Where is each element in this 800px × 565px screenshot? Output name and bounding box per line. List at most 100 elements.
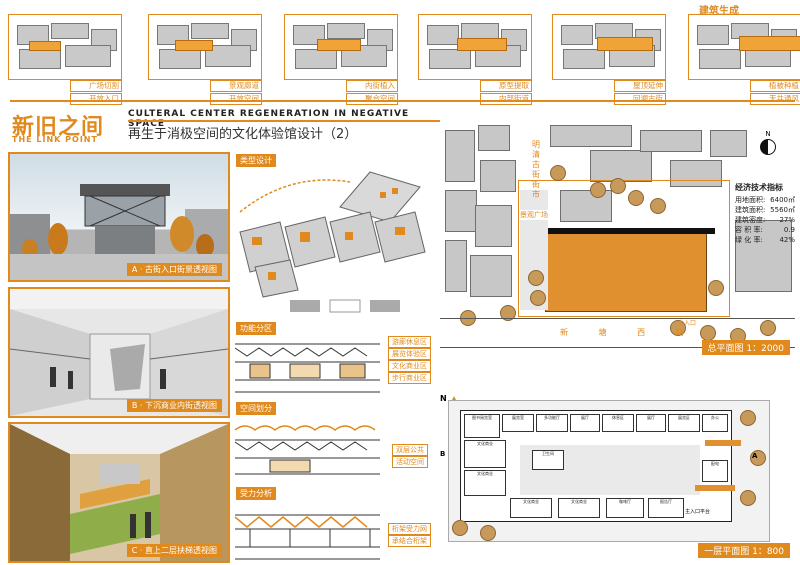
site-building bbox=[545, 232, 707, 312]
step-caption-6: 植被种植天井通风 bbox=[750, 80, 800, 106]
title-block: 新旧之间 THE LINK POINT CULTERAL CENTER REGE… bbox=[8, 105, 448, 151]
room: 文化商业 bbox=[510, 498, 552, 518]
render-c-scene bbox=[10, 424, 228, 561]
space-legend-1: 活动空间 bbox=[392, 456, 428, 468]
render-a: A · 古街入口街景透视图 bbox=[8, 152, 230, 282]
stats-value: 0.9 bbox=[783, 226, 795, 234]
type-label: 类型设计 bbox=[236, 154, 276, 167]
func-legend-1: 展览体验区 bbox=[388, 348, 431, 360]
stats-value: 42% bbox=[779, 236, 795, 244]
stats-key: 用地面积: bbox=[735, 196, 766, 204]
step-block bbox=[429, 49, 471, 69]
space-diagram: 空间划分 双层公共 活动空间 bbox=[230, 400, 435, 480]
generation-step-4 bbox=[418, 14, 532, 80]
stats-value: 27% bbox=[779, 216, 795, 224]
room: 展览室 bbox=[502, 414, 534, 432]
site-caption: 总平面图 1：2000 bbox=[701, 340, 790, 355]
func-label: 功能分区 bbox=[236, 322, 276, 335]
site-entry: 主入口 bbox=[678, 320, 697, 327]
step-highlight bbox=[739, 36, 800, 51]
step-caption-line: 天井通风 bbox=[750, 93, 800, 105]
step-caption-line: 回溯古街 bbox=[614, 93, 666, 105]
site-plan: 新 塘 西 路 明清古街街市 景观广场 主入口 N 经济技术指标 用地面积:64… bbox=[440, 120, 795, 355]
stats-title: 经济技术指标 bbox=[735, 183, 783, 192]
stats-row: 建筑密度:27% bbox=[735, 215, 795, 225]
title-eng-sub: CULTERAL CENTER REGENERATION IN NEGATIVE… bbox=[128, 109, 410, 129]
section-b-mark: B bbox=[440, 450, 446, 458]
step-caption-3: 内街植入聚合空间 bbox=[346, 80, 398, 106]
step-caption-line: 内部街道 bbox=[480, 93, 532, 105]
floor-orange-band-2 bbox=[695, 485, 735, 491]
title-en: THE LINK POINT bbox=[12, 135, 98, 144]
generation-step-1 bbox=[8, 14, 122, 80]
generation-steps: 广场切割开放入口景观廊道开放空间内街植入聚合空间原型提取内部街道屋顶延伸回溯古街… bbox=[0, 0, 800, 106]
stats-key: 建筑面积: bbox=[735, 206, 766, 214]
render-a-caption: A · 古街入口街景透视图 bbox=[126, 263, 222, 276]
step-block bbox=[699, 49, 741, 69]
type-diagram: 类型设计 bbox=[230, 152, 435, 317]
room: 卫生间 bbox=[532, 450, 564, 470]
force-legend-0: 桁架受力网 bbox=[388, 523, 431, 535]
room: 文化商业 bbox=[558, 498, 600, 518]
floor-north: N bbox=[440, 394, 447, 403]
render-a-scene bbox=[10, 184, 228, 280]
render-b-caption: B · 下沉商业内街透视图 bbox=[126, 399, 222, 412]
site-street-v: 明清古街街市 bbox=[532, 140, 540, 199]
step-block bbox=[697, 25, 729, 45]
stats-key: 绿 化 率: bbox=[735, 236, 763, 244]
stats-row: 容 积 率:0.9 bbox=[735, 225, 795, 235]
step-caption-line: 开放空间 bbox=[210, 93, 262, 105]
floor-entry: 主入口平台 bbox=[685, 509, 711, 515]
step-block bbox=[563, 49, 605, 69]
site-road bbox=[440, 318, 795, 348]
force-diagram: 受力分析 桁架受力网 承结合桁架 bbox=[230, 485, 435, 563]
space-label: 空间划分 bbox=[236, 402, 276, 415]
step-block bbox=[461, 23, 499, 39]
step-caption-4: 原型提取内部街道 bbox=[480, 80, 532, 106]
step-caption-line: 聚合空间 bbox=[346, 93, 398, 105]
step-caption-2: 景观廊道开放空间 bbox=[210, 80, 262, 106]
site-plaza-label: 景观广场 bbox=[520, 210, 548, 220]
space-legend-0: 双层公共 bbox=[392, 444, 428, 456]
step-highlight bbox=[29, 41, 61, 51]
step-highlight bbox=[175, 40, 213, 51]
north-arrow: N bbox=[758, 130, 778, 160]
room: 文化商业 bbox=[464, 440, 506, 468]
generation-strip: 建筑生成 广场切割开放入口景观廊道开放空间内街植入聚合空间原型提取内部街道屋顶延… bbox=[0, 0, 800, 106]
generation-baseline bbox=[10, 100, 795, 102]
step-block bbox=[327, 23, 365, 39]
north-circle-icon bbox=[760, 139, 776, 155]
title-cn-sub: 再生于消极空间的文化体验馆设计（2） bbox=[128, 127, 358, 142]
step-caption-line: 内街植入 bbox=[346, 80, 398, 92]
step-block bbox=[295, 49, 337, 69]
room: 图书阅览室 bbox=[464, 414, 500, 438]
function-diagram: 功能分区 游廊休息区 展览体验区 文化商业区 步行商业区 bbox=[230, 320, 435, 398]
step-block bbox=[561, 25, 593, 45]
generation-step-2 bbox=[148, 14, 262, 80]
render-b-scene bbox=[10, 289, 228, 416]
force-section bbox=[234, 514, 380, 560]
stats-row: 建筑面积:5560㎡ bbox=[735, 205, 795, 215]
step-block bbox=[19, 49, 61, 69]
stats-row: 用地面积:6400㎡ bbox=[735, 195, 795, 205]
step-caption-1: 广场切割开放入口 bbox=[70, 80, 122, 106]
room: 办公 bbox=[702, 414, 728, 432]
room: 展厅 bbox=[636, 414, 666, 432]
step-caption-line: 广场切割 bbox=[70, 80, 122, 92]
generation-step-5 bbox=[552, 14, 666, 80]
func-legend-0: 游廊休息区 bbox=[388, 336, 431, 348]
func-section bbox=[234, 343, 380, 393]
step-highlight bbox=[597, 37, 653, 51]
room: 报告厅 bbox=[648, 498, 684, 518]
step-highlight bbox=[317, 39, 361, 51]
force-legend-1: 承结合桁架 bbox=[388, 535, 431, 547]
room: 展览区 bbox=[668, 414, 700, 432]
generation-label: 建筑生成 bbox=[699, 6, 739, 17]
step-block bbox=[159, 49, 201, 69]
room: 配电 bbox=[702, 460, 728, 482]
room: 休息区 bbox=[602, 414, 634, 432]
render-c-caption: C · 直上二层扶梯透视图 bbox=[126, 544, 222, 557]
room: 展厅 bbox=[570, 414, 600, 432]
step-caption-line: 开放入口 bbox=[70, 93, 122, 105]
room: 咖啡厅 bbox=[606, 498, 644, 518]
